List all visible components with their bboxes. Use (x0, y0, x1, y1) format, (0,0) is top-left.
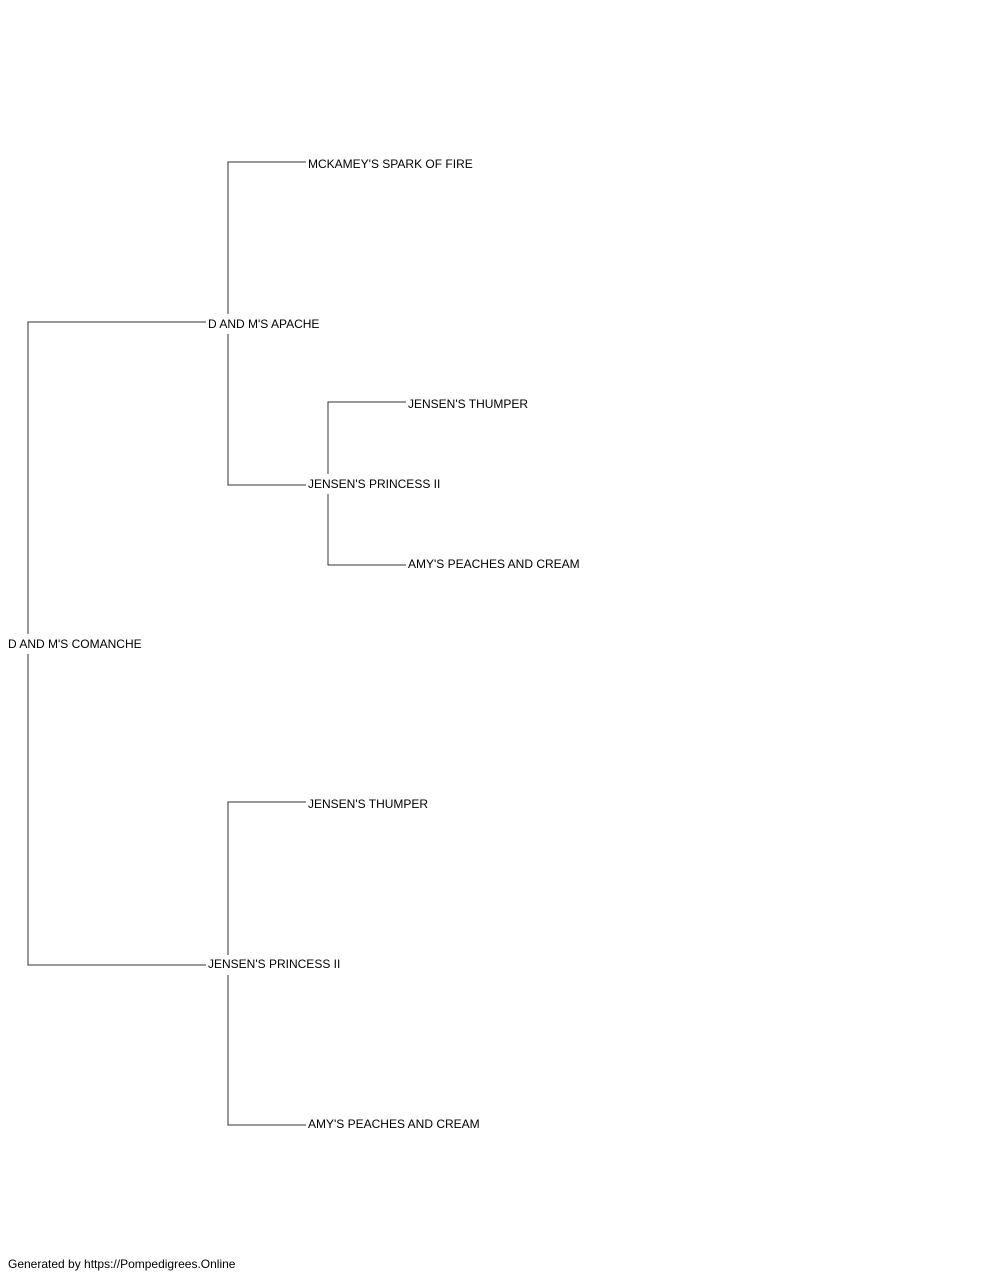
connector-sire-dam-dam (327, 494, 406, 566)
sire-sire-name: MCKAMEY'S SPARK OF FIRE (307, 157, 474, 171)
dam-dam-name: AMY'S PEACHES AND CREAM (307, 1117, 481, 1131)
sire-name: D AND M'S APACHE (207, 317, 321, 331)
connector-subject-dam (27, 654, 206, 966)
connector-sire-sire (227, 161, 306, 314)
sire-dam-dam-name: AMY'S PEACHES AND CREAM (407, 557, 581, 571)
connector-sire-dam (227, 334, 306, 486)
connector-sire-dam-sire (327, 401, 406, 474)
connector-dam-sire (227, 801, 306, 955)
dam-sire-name: JENSEN'S THUMPER (307, 797, 430, 811)
subject-name: D AND M'S COMANCHE (7, 637, 143, 651)
connector-subject-sire (27, 321, 206, 634)
connector-dam-dam (227, 975, 306, 1126)
sire-dam-name: JENSEN'S PRINCESS II (307, 477, 442, 491)
sire-dam-sire-name: JENSEN'S THUMPER (407, 397, 530, 411)
generated-by-footer: Generated by https://Pompedigrees.Online (8, 1257, 236, 1271)
dam-name: JENSEN'S PRINCESS II (207, 957, 342, 971)
